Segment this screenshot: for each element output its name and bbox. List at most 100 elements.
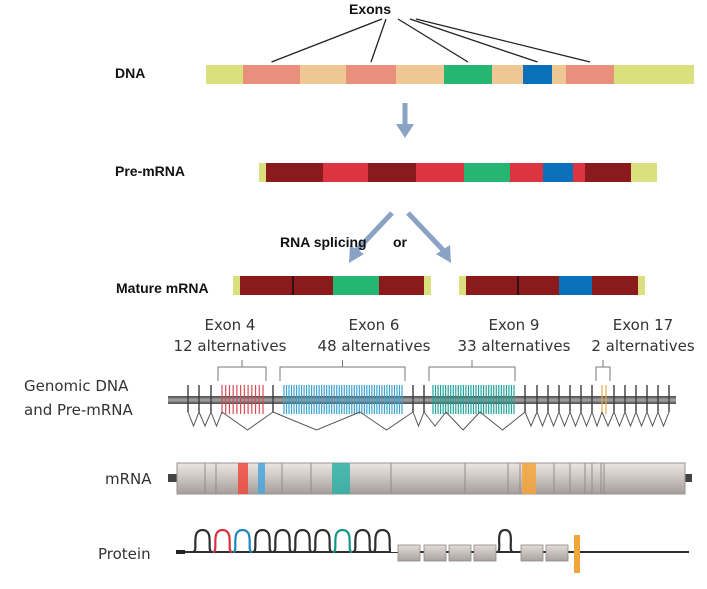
mrna-label: mRNA: [105, 470, 152, 488]
exon-group-bracket: [279, 360, 406, 381]
dna-bar: [206, 65, 694, 84]
exon-group-alternatives: 2 alternatives: [591, 337, 695, 355]
segment-beige: [552, 65, 566, 84]
protein-domain-box: [473, 544, 497, 562]
segment-green: [333, 276, 379, 295]
segment-red: [323, 163, 368, 182]
segment-salmon: [346, 65, 396, 84]
segment-salmon: [566, 65, 614, 84]
exon-group-name: Exon 4: [205, 316, 256, 334]
mrna-5-cap: [168, 474, 178, 482]
protein-loop-black: [352, 528, 373, 554]
exon-pointer-line: [409, 18, 538, 63]
segment-blue: [523, 65, 552, 84]
mrna-exon6-variant: [332, 463, 350, 494]
genomic-dna-label-line2: and Pre-mRNA: [24, 401, 134, 419]
exons-label: Exons: [349, 1, 391, 17]
segment-utr: [631, 163, 657, 182]
protein-domain-box: [397, 544, 421, 562]
exon-pointer-line: [271, 18, 383, 63]
protein-loop-red: [212, 528, 233, 554]
or-label: or: [393, 234, 408, 250]
segment-darkred: [585, 163, 631, 182]
segment-darkred: [293, 276, 333, 295]
segment-red: [510, 163, 543, 182]
mrna-exon4-variant: [238, 463, 248, 494]
exon-group-name: Exon 6: [349, 316, 400, 334]
dna-label: DNA: [115, 65, 145, 81]
segment-darkred: [518, 276, 559, 295]
mature-mrna-variant-b: [459, 276, 645, 295]
mrna-exon17-variant: [522, 463, 536, 494]
premrna-label: Pre-mRNA: [115, 163, 185, 179]
top-panel: Exons DNA Pre-mRNA RNA splicing or Matur…: [115, 1, 694, 296]
protein-loop-black: [272, 528, 293, 554]
protein-domain-box: [448, 544, 472, 562]
exon-group-bracket: [595, 360, 611, 381]
exon-group-brackets: [217, 360, 611, 381]
segment-blue: [543, 163, 573, 182]
segment-utr: [614, 65, 694, 84]
segment-beige: [492, 65, 523, 84]
genomic-dna-track: [168, 385, 676, 431]
segment-darkred: [379, 276, 424, 295]
segment-darkred: [368, 163, 416, 182]
protein-loop-black: [252, 528, 273, 554]
segment-utr: [233, 276, 240, 295]
protein-n-terminus: [176, 550, 185, 554]
protein-loop-blue: [232, 528, 253, 554]
exon-group-alternatives: 12 alternatives: [174, 337, 287, 355]
exon-group-name: Exon 9: [489, 316, 540, 334]
segment-beige: [396, 65, 444, 84]
exon-pointer-lines: [271, 18, 591, 63]
segment-utr: [259, 163, 266, 182]
protein-loop-black: [292, 528, 313, 554]
genomic-dna-label-line1: Genomic DNA: [24, 377, 129, 395]
segment-beige: [300, 65, 346, 84]
segment-green: [444, 65, 492, 84]
bottom-panel: Exon 4 12 alternatives Exon 6 48 alternativ…: [24, 316, 695, 573]
exon-group-labels: Exon 4 12 alternatives Exon 6 48 alternativ…: [174, 316, 695, 355]
down-arrow: [396, 103, 414, 138]
splice-junction-lines: [187, 411, 670, 431]
exon-group-name: Exon 17: [613, 316, 673, 334]
segment-blue: [559, 276, 592, 295]
segment-darkred: [240, 276, 293, 295]
protein-loop-black: [312, 528, 333, 554]
exon-pointer-line: [397, 18, 469, 63]
segment-utr: [206, 65, 243, 84]
protein-domain-box: [545, 544, 569, 562]
segment-darkred: [592, 276, 638, 295]
mature-mrna-variant-a: [233, 276, 431, 295]
exon-group-alternatives: 48 alternatives: [318, 337, 431, 355]
exon-group-bracket: [217, 360, 267, 381]
protein-loop-teal: [332, 528, 353, 554]
protein-domain-box: [520, 544, 544, 562]
transmembrane-domain: [574, 535, 580, 573]
exon-pointer-line: [415, 18, 591, 63]
exon-group-bracket: [428, 360, 516, 381]
protein-label: Protein: [98, 545, 151, 563]
exon-pointer-line: [370, 18, 387, 63]
segment-darkred: [266, 163, 323, 182]
premrna-bar: [259, 163, 657, 182]
mrna-track: [168, 462, 692, 495]
protein-loop-black: [496, 528, 514, 554]
segment-salmon: [243, 65, 300, 84]
splice-arrow-left: [349, 211, 394, 263]
protein-loop-black: [372, 528, 393, 554]
segment-red: [416, 163, 464, 182]
protein-loop-black: [192, 528, 213, 554]
segment-utr: [459, 276, 466, 295]
protein-domain-box: [423, 544, 447, 562]
exon-group-alternatives: 33 alternatives: [458, 337, 571, 355]
genomic-backbone: [168, 396, 676, 404]
protein-track: [176, 528, 689, 573]
segment-utr: [424, 276, 431, 295]
mature-mrna-label: Mature mRNA: [116, 280, 209, 296]
splice-arrow-right: [406, 211, 451, 263]
mrna-3-tail: [684, 474, 692, 482]
segment-darkred: [466, 276, 518, 295]
mrna-exon4-variant-b: [258, 463, 265, 494]
